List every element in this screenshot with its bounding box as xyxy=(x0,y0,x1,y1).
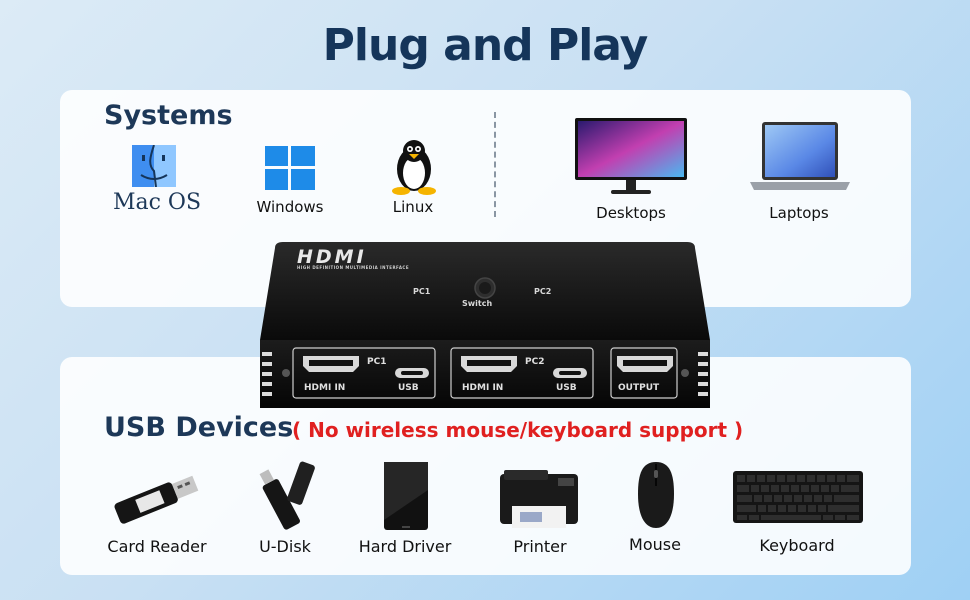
usb-device-label-printer: Printer xyxy=(513,537,567,556)
hdmi-brand-logo: HDMI xyxy=(297,246,367,268)
hard-drive-icon xyxy=(384,462,428,530)
switch-button-label: Switch xyxy=(462,299,493,308)
port-usb-1-label: USB xyxy=(398,383,419,393)
usb-devices-heading: USB Devices xyxy=(104,412,294,443)
usb-device-label-mouse: Mouse xyxy=(629,535,681,554)
usb-device-label-hard-driver: Hard Driver xyxy=(358,537,452,556)
system-label-windows: Windows xyxy=(256,198,324,216)
u-disk-icon xyxy=(259,461,315,530)
port-hdmi-in-1-label: HDMI IN xyxy=(304,383,346,393)
system-label-linux: Linux xyxy=(392,198,434,216)
port-pc1-label: PC1 xyxy=(367,357,387,367)
port-output-label: OUTPUT xyxy=(618,383,660,393)
wireless-note: ( No wireless mouse/keyboard support ) xyxy=(292,418,744,442)
pc2-indicator-label: PC2 xyxy=(534,287,552,296)
port-hdmi-in-2-label: HDMI IN xyxy=(462,383,504,393)
mouse-icon xyxy=(638,462,674,528)
hardware-label-laptops: Laptops xyxy=(769,204,829,222)
hdmi-brand-subtitle: HIGH DEFINITION MULTIMEDIA INTERFACE xyxy=(297,265,410,270)
linux-penguin-icon xyxy=(392,140,436,195)
card-reader-icon xyxy=(114,475,199,524)
laptop-icon xyxy=(750,122,850,190)
hdmi-kvm-switch xyxy=(260,242,710,408)
pc1-indicator-label: PC1 xyxy=(413,287,431,296)
usb-device-label-u-disk: U-Disk xyxy=(259,537,311,556)
systems-divider xyxy=(494,112,496,217)
usb-device-label-keyboard: Keyboard xyxy=(759,536,835,555)
macos-finder-icon xyxy=(132,145,176,187)
desktop-monitor-icon xyxy=(575,118,687,194)
port-pc2-label: PC2 xyxy=(525,357,545,367)
port-usb-2-label: USB xyxy=(556,383,577,393)
page-title: Plug and Play xyxy=(322,20,649,71)
systems-heading: Systems xyxy=(104,100,233,131)
hardware-label-desktops: Desktops xyxy=(596,204,666,222)
usb-device-label-card-reader: Card Reader xyxy=(107,537,207,556)
windows-logo-icon xyxy=(265,146,315,190)
printer-icon xyxy=(500,470,578,528)
macos-logo-text: Mac OS xyxy=(112,190,202,215)
keyboard-icon xyxy=(733,471,863,523)
